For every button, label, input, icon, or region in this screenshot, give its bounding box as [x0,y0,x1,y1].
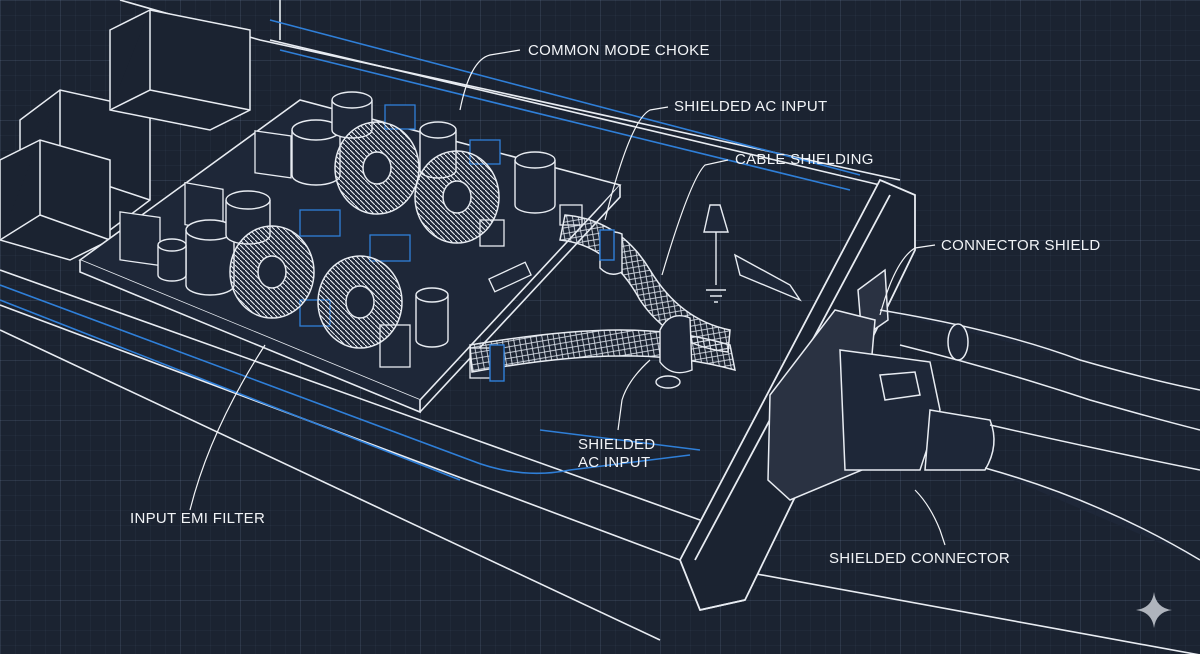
cable-clamps [489,229,693,389]
label-cable-shielding: CABLE SHIELDING [735,151,874,168]
sparkle-icon [1136,592,1172,628]
connector-assembly [767,268,1200,561]
label-shielded-ac-input-bottom: SHIELDED AC INPUT [578,436,655,472]
label-input-emi-filter: INPUT EMI FILTER [130,510,266,527]
transformer-blocks [0,9,251,261]
label-shielded-ac-input-top: SHIELDED AC INPUT [674,98,828,115]
label-shielded-connector: SHIELDED CONNECTOR [829,550,1010,567]
capacitors [157,91,556,348]
toroid-chokes [229,121,500,349]
label-shielded-ac-input-bottom-line2: AC INPUT [578,454,651,471]
ground-lug [703,204,802,303]
label-shielded-ac-input-bottom-line1: SHIELDED [578,436,656,453]
label-connector-shield: CONNECTOR SHIELD [941,237,1101,254]
label-common-mode-choke: COMMON MODE CHOKE [528,42,710,59]
enclosure-inner-walls [0,19,861,481]
